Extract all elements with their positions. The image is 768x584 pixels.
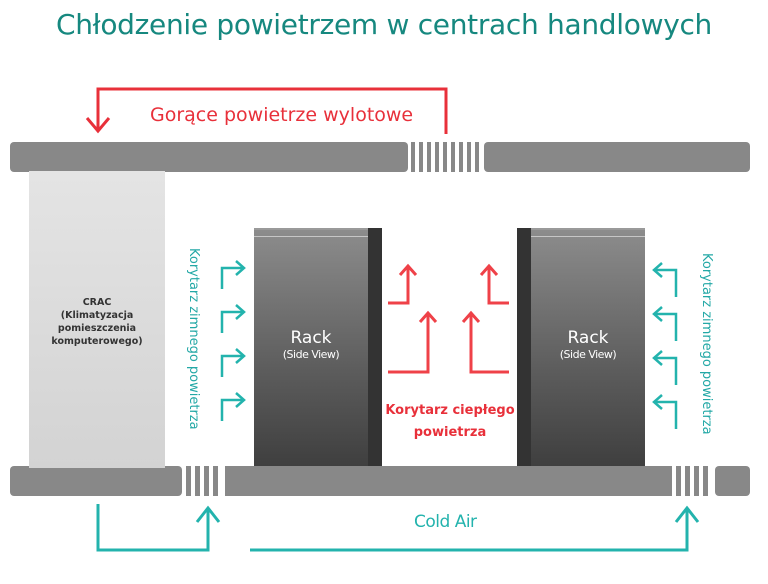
floor-vent-right: [676, 466, 708, 496]
cold-aisle-label-left: Korytarz zimnego powietrza: [186, 248, 201, 430]
hot-exhaust-arrow: [85, 87, 448, 134]
rack-left-face: [254, 228, 368, 466]
cold-aisle-label-right: Korytarz zimnego powietrza: [699, 253, 714, 435]
crac-label: CRAC (Klimatyzacja pomieszczenia kompute…: [29, 296, 165, 348]
floor-vent-left: [186, 466, 218, 496]
hot-exhaust-label: Gorące powietrze wylotowe: [150, 104, 414, 126]
rack-right-label: Rack (Side View): [531, 328, 645, 361]
cold-aisle-arrows-right: [652, 262, 678, 429]
rack-left-side: [368, 228, 382, 466]
hot-aisle-label: Korytarz ciepłego powietrza: [380, 400, 520, 444]
rack-right-side: [517, 228, 531, 466]
rack-right-face: [531, 228, 645, 466]
ceiling-plenum: [10, 142, 750, 172]
cold-air-label: Cold Air: [414, 512, 477, 532]
crac-subtitle-1: (Klimatyzacja pomieszczenia: [57, 310, 137, 334]
page-title: Chłodzenie powietrzem w centrach handlow…: [55, 8, 713, 41]
cold-aisle-arrows-left: [220, 260, 246, 421]
ceiling-vent: [411, 142, 479, 172]
rack-left-label: Rack (Side View): [254, 328, 368, 361]
crac-title: CRAC: [82, 297, 112, 308]
hot-aisle-label-line1: Korytarz ciepłego: [385, 403, 515, 418]
hot-aisle-arrows: [388, 263, 509, 374]
rack-right-subtitle: (Side View): [559, 348, 617, 361]
rack-left-name: Rack: [290, 328, 332, 348]
rack-right: Rack (Side View): [517, 228, 645, 466]
rack-left-subtitle: (Side View): [282, 348, 340, 361]
raised-floor: [10, 466, 750, 496]
hot-aisle-label-line2: powietrza: [413, 425, 487, 440]
rack-left: Rack (Side View): [254, 228, 382, 466]
rack-right-name: Rack: [567, 328, 609, 348]
cold-air-arrow-left: [96, 504, 221, 552]
cold-air-arrow-right: [250, 505, 700, 552]
crac-subtitle-2: komputerowego): [51, 336, 143, 347]
crac-unit: [29, 171, 165, 468]
